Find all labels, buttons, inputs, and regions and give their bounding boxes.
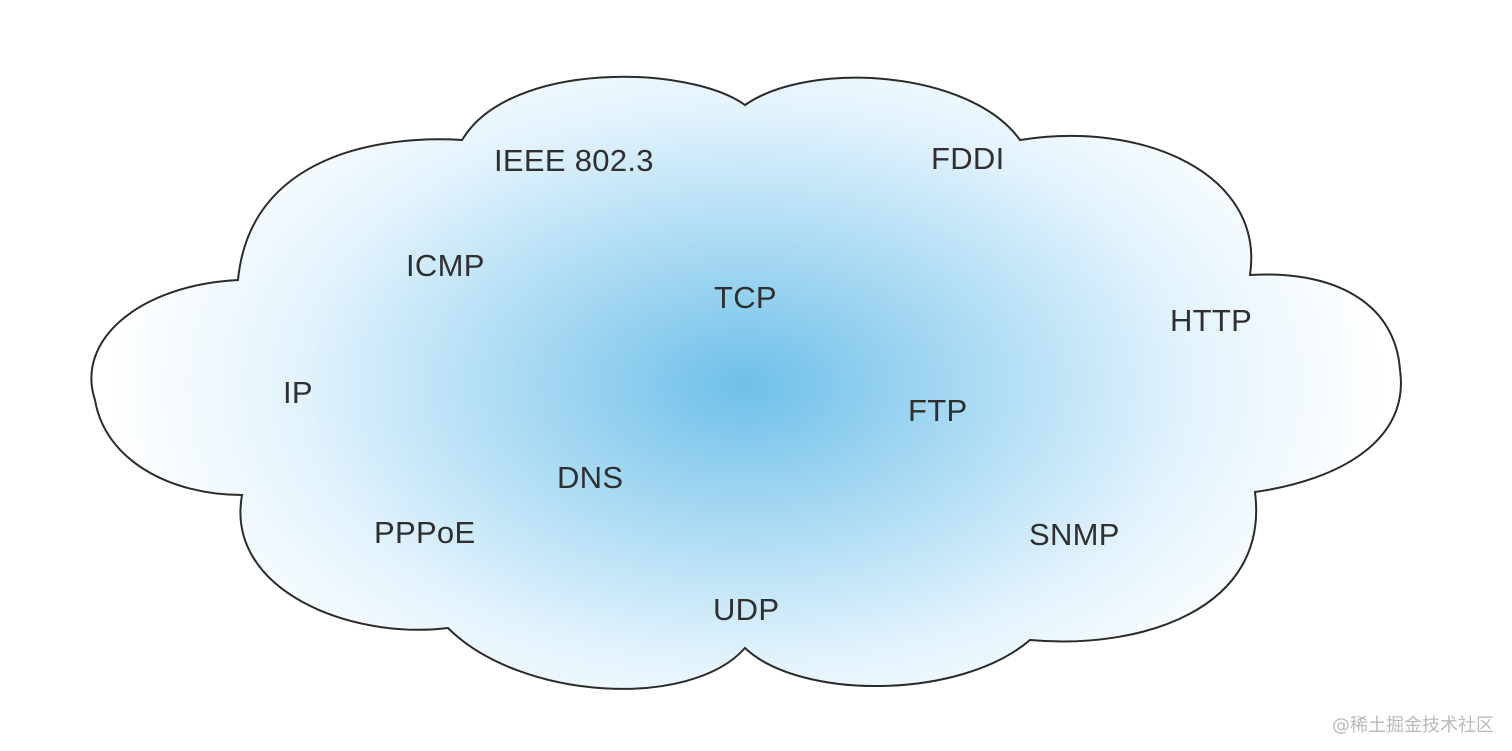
protocol-label-ip: IP [283, 375, 313, 410]
protocol-label-http: HTTP [1170, 303, 1252, 338]
protocol-label-ftp: FTP [908, 393, 967, 428]
protocol-label-ieee-8023: IEEE 802.3 [494, 143, 654, 178]
protocol-label-pppoe: PPPoE [374, 515, 475, 550]
protocol-label-tcp: TCP [714, 280, 777, 315]
protocol-label-fddi: FDDI [931, 141, 1005, 176]
protocol-label-snmp: SNMP [1029, 517, 1120, 552]
watermark-text: @稀土掘金技术社区 [1332, 715, 1494, 736]
protocol-label-dns: DNS [557, 460, 623, 495]
protocol-label-icmp: ICMP [406, 248, 485, 283]
cloud-shape [90, 75, 1402, 690]
protocol-label-udp: UDP [713, 592, 779, 627]
